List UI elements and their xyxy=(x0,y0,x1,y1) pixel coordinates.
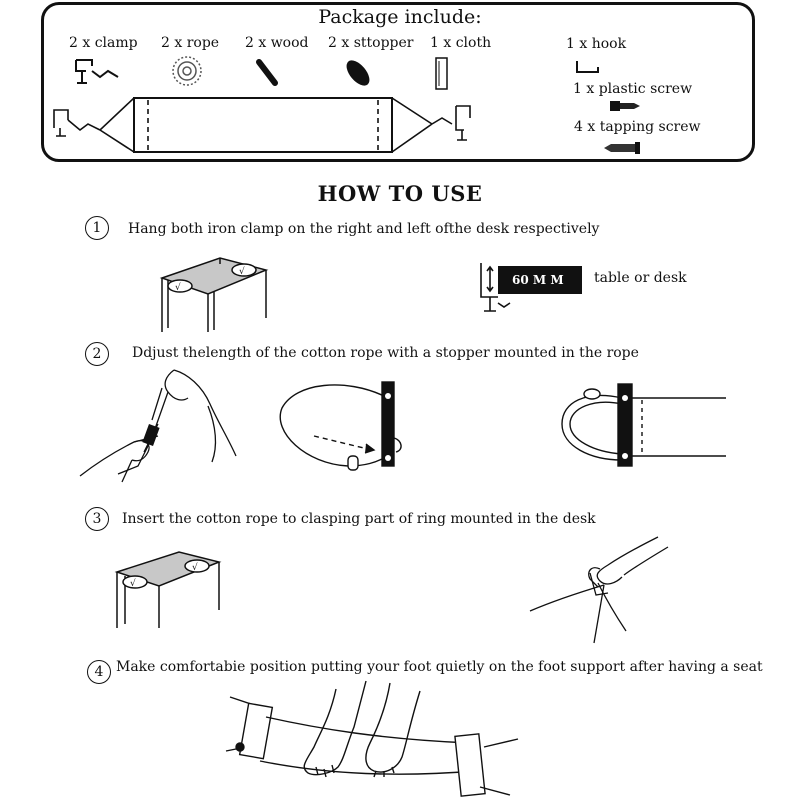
package-title: Package include: xyxy=(318,6,482,28)
svg-text:√: √ xyxy=(130,578,136,589)
svg-text:√: √ xyxy=(175,282,181,293)
desk-clamp-illustration: √√ xyxy=(113,548,223,632)
step-3-number: 3 xyxy=(85,507,109,531)
item-label-plastic-screw: 1 x plastic screw xyxy=(573,81,693,97)
step-2-text: Ddjust thelength of the cotton rope with… xyxy=(132,345,639,361)
desk-clamp-position-illustration: √√ xyxy=(158,254,270,334)
step-1-number: 1 xyxy=(85,216,109,240)
clamp-thickness-illustration xyxy=(478,261,518,317)
table-or-desk-caption: table or desk xyxy=(594,270,687,286)
hammock-overview-illustration xyxy=(52,90,492,160)
svg-text:√: √ xyxy=(192,562,198,573)
step-4-number: 4 xyxy=(87,660,111,684)
hand-hooking-rope-illustration xyxy=(528,533,673,648)
svg-text:√: √ xyxy=(239,266,245,277)
step-4-text: Make comfortabie position putting your f… xyxy=(116,659,763,675)
wood-stick-icon xyxy=(255,58,281,88)
item-label-hook: 1 x hook xyxy=(566,36,627,52)
tapping-screw-icon xyxy=(603,139,643,157)
clamp-icon xyxy=(72,57,122,87)
rope-coil-icon xyxy=(170,54,204,88)
feet-on-hammock-illustration xyxy=(220,677,520,800)
item-label-tapping-screw: 4 x tapping screw xyxy=(574,119,701,135)
item-label-clamp: 2 x clamp xyxy=(69,35,138,51)
package-box xyxy=(41,2,755,162)
item-label-stopper: 2 x sttopper xyxy=(328,35,414,51)
cloth-icon xyxy=(434,56,450,92)
hands-adjust-stopper-illustration xyxy=(78,366,248,486)
how-to-use-heading: HOW TO USE xyxy=(317,181,483,206)
plastic-screw-icon xyxy=(608,98,642,114)
item-label-rope: 2 x rope xyxy=(161,35,220,51)
stopper-icon xyxy=(343,57,373,89)
rope-loop-stopper-illustration xyxy=(276,378,416,493)
step-3-text: Insert the cotton rope to clasping part … xyxy=(122,511,596,527)
step-1-text: Hang both iron clamp on the right and le… xyxy=(128,221,600,237)
rope-through-cloth-illustration xyxy=(556,380,728,472)
clamp-thickness-label: 60 M M xyxy=(498,266,582,294)
hook-icon xyxy=(574,59,602,75)
step-2-number: 2 xyxy=(85,342,109,366)
item-label-cloth: 1 x cloth xyxy=(430,35,492,51)
item-label-wood: 2 x wood xyxy=(245,35,309,51)
